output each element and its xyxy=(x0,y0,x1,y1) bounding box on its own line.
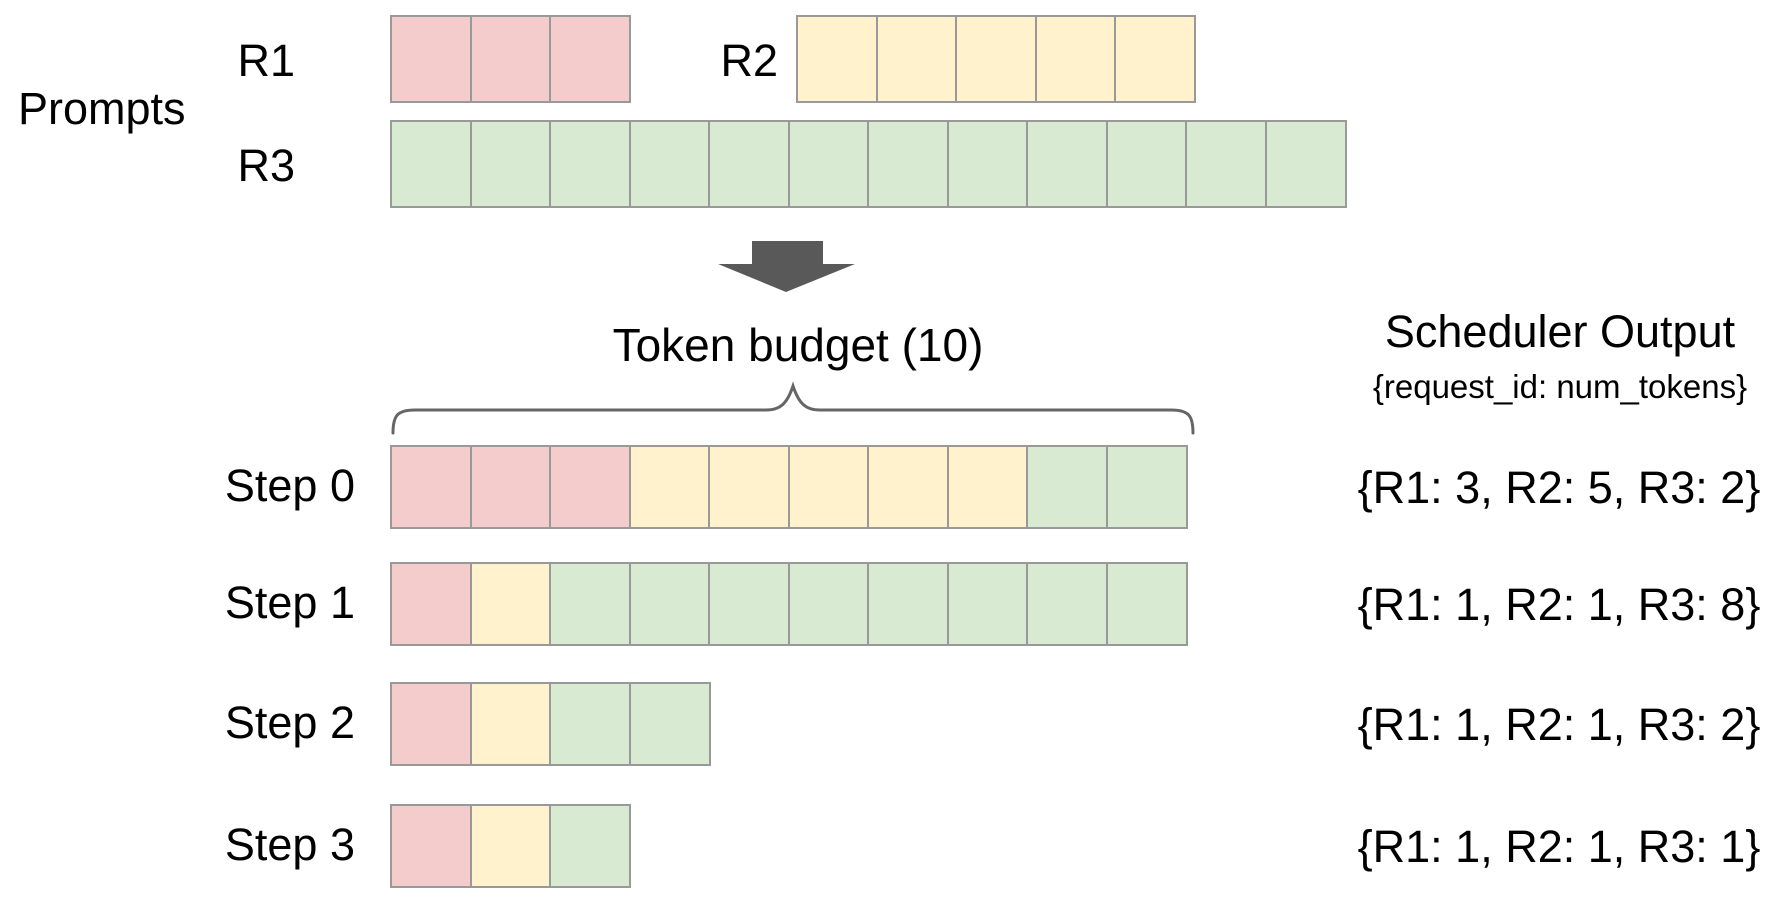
token-cell-r2 xyxy=(1034,15,1117,103)
token-cell-r1 xyxy=(390,682,472,766)
token-cell-r3 xyxy=(549,120,631,208)
token-cell-r3 xyxy=(708,562,790,646)
step-3-label: Step 3 xyxy=(224,819,355,870)
token-cell-r2 xyxy=(787,445,870,529)
token-cell-r3 xyxy=(1105,445,1188,529)
request-r3-label: R3 xyxy=(237,140,295,191)
token-cell-r3 xyxy=(628,562,711,646)
token-cell-r2 xyxy=(946,445,1029,529)
token-cell-r2 xyxy=(955,15,1037,103)
token-cell-r3 xyxy=(1026,120,1108,208)
token-cell-r3 xyxy=(628,682,711,766)
token-cell-r2 xyxy=(628,445,711,529)
token-cell-r2 xyxy=(708,445,790,529)
token-budget-label: Token budget (10) xyxy=(612,319,984,371)
step-1-token-row xyxy=(390,562,1188,646)
token-cell-r3 xyxy=(787,120,870,208)
token-cell-r3 xyxy=(946,562,1029,646)
token-cell-r3 xyxy=(1264,120,1347,208)
token-cell-r3 xyxy=(867,120,949,208)
step-3-scheduler-output: {R1: 1, R2: 1, R3: 1} xyxy=(1357,821,1761,872)
request-r3-token-row xyxy=(390,120,1347,208)
token-cell-r3 xyxy=(549,682,631,766)
step-1-label: Step 1 xyxy=(224,577,355,628)
token-cell-r3 xyxy=(1185,120,1267,208)
token-cell-r1 xyxy=(549,15,631,103)
token-cell-r1 xyxy=(390,562,472,646)
step-2-label: Step 2 xyxy=(224,697,355,748)
token-cell-r2 xyxy=(469,562,552,646)
step-2-token-row xyxy=(390,682,711,766)
step-3-token-row xyxy=(390,804,631,888)
token-cell-r3 xyxy=(946,120,1029,208)
token-cell-r1 xyxy=(390,15,472,103)
token-cell-r3 xyxy=(708,120,790,208)
token-cell-r3 xyxy=(1105,562,1188,646)
token-cell-r3 xyxy=(549,562,631,646)
scheduler-output-title: Scheduler Output xyxy=(1384,306,1736,357)
token-cell-r2 xyxy=(875,15,958,103)
token-cell-r3 xyxy=(628,120,711,208)
token-cell-r3 xyxy=(469,120,552,208)
step-0-scheduler-output: {R1: 3, R2: 5, R3: 2} xyxy=(1357,462,1761,513)
token-cell-r3 xyxy=(787,562,870,646)
arrow-down-icon xyxy=(718,241,855,292)
token-cell-r3 xyxy=(1026,562,1108,646)
step-0-label: Step 0 xyxy=(224,460,355,511)
token-cell-r1 xyxy=(390,445,472,529)
token-cell-r1 xyxy=(549,445,631,529)
request-r1-token-row xyxy=(390,15,631,103)
step-1-scheduler-output: {R1: 1, R2: 1, R3: 8} xyxy=(1357,579,1761,630)
curly-brace xyxy=(391,381,1195,435)
request-r2-label: R2 xyxy=(720,35,778,86)
token-cell-r3 xyxy=(1026,445,1108,529)
token-cell-r2 xyxy=(796,15,878,103)
token-cell-r1 xyxy=(390,804,472,888)
step-2-scheduler-output: {R1: 1, R2: 1, R3: 2} xyxy=(1357,699,1761,750)
scheduler-output-subtitle: {request_id: num_tokens} xyxy=(1372,368,1748,405)
token-cell-r3 xyxy=(1105,120,1188,208)
token-cell-r3 xyxy=(390,120,472,208)
step-0-token-row xyxy=(390,445,1188,529)
token-cell-r2 xyxy=(1114,15,1196,103)
prompts-section-label: Prompts xyxy=(18,83,186,134)
token-cell-r2 xyxy=(867,445,949,529)
token-cell-r2 xyxy=(469,682,552,766)
token-cell-r3 xyxy=(549,804,631,888)
token-cell-r1 xyxy=(469,445,552,529)
token-cell-r2 xyxy=(469,804,552,888)
request-r2-token-row xyxy=(796,15,1196,103)
token-cell-r3 xyxy=(867,562,949,646)
token-cell-r1 xyxy=(469,15,552,103)
request-r1-label: R1 xyxy=(237,35,295,86)
